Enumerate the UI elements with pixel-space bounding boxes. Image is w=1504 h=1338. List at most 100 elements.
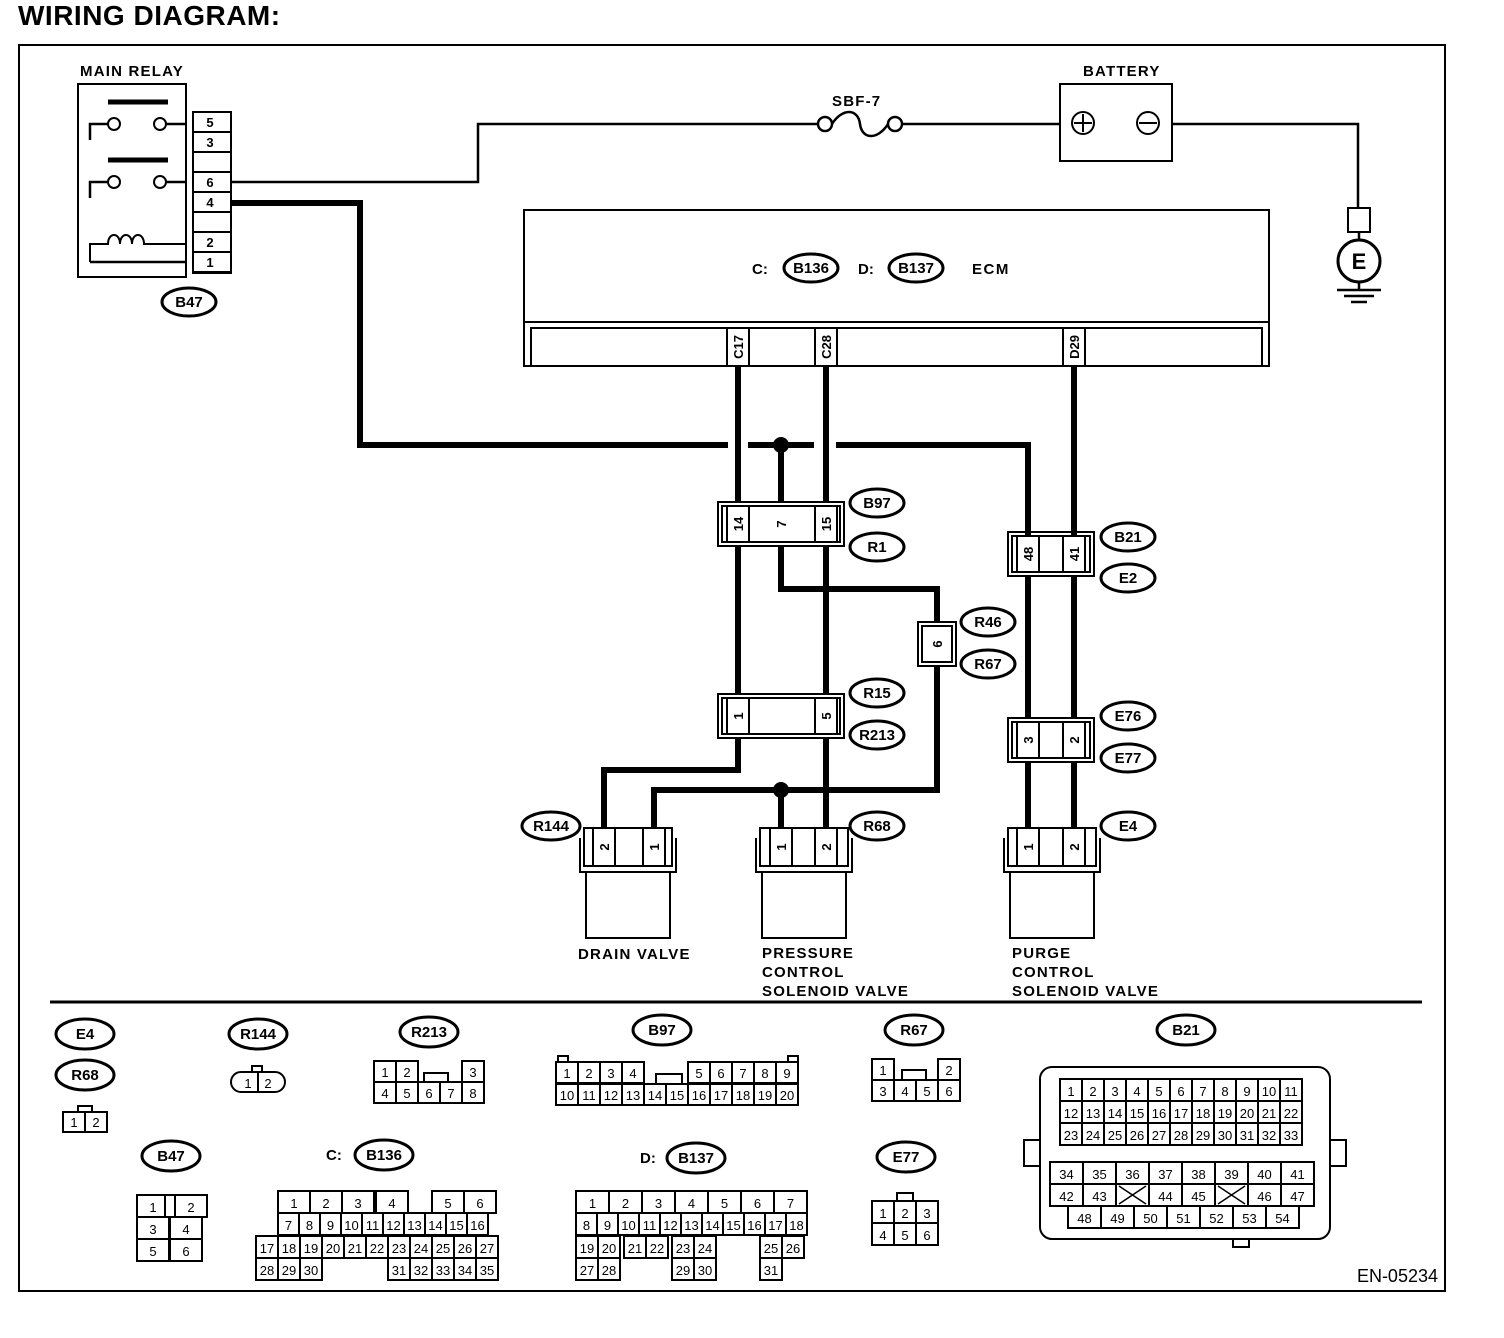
legend-b21-upper-cell: 12 <box>1064 1106 1078 1121</box>
connector-r68-pin: 2 <box>819 843 834 850</box>
legend-b21-upper-cell: 17 <box>1174 1106 1188 1121</box>
ecm-conn-d-prefix: D: <box>858 261 874 278</box>
fuse-sbf7: SBF-7 <box>816 93 904 138</box>
legend-tag-e4: E4 <box>54 1017 116 1051</box>
battery-label: BATTERY <box>1083 63 1161 80</box>
connector-r46-r67: 6 <box>917 621 957 667</box>
legend-r67-connector-cell: 6 <box>945 1084 952 1099</box>
legend-tag-b137-text: B137 <box>678 1150 714 1167</box>
legend-b97-connector-cell: 14 <box>648 1088 662 1103</box>
connector-b97-r1-pin: 14 <box>731 516 746 531</box>
legend-b137-connector-cell: 29 <box>676 1263 690 1278</box>
legend-b137-connector-cell: 2 <box>622 1196 629 1211</box>
legend-tag-r68: R68 <box>54 1058 116 1092</box>
legend-b47-connector-cell: 5 <box>149 1244 156 1259</box>
connector-r46-tag: R46 <box>959 606 1017 638</box>
legend-b21-upper-cell: 8 <box>1221 1084 1228 1099</box>
purge-valve-label-2: CONTROL <box>1012 964 1095 981</box>
connector-r68-pin: 1 <box>774 843 789 850</box>
legend-b136-connector-cell: 19 <box>304 1241 318 1256</box>
legend-b137-connector-cell: 15 <box>726 1218 740 1233</box>
wires <box>232 122 1360 828</box>
legend-b137-connector-cell: 28 <box>602 1263 616 1278</box>
legend-tag-b97-text: B97 <box>648 1022 676 1039</box>
legend-r213-connector-cell: 2 <box>403 1065 410 1080</box>
legend-b136-connector-cell: 28 <box>260 1263 274 1278</box>
connector-r15-r213-pin: 5 <box>819 712 834 719</box>
legend-b97-connector-cell: 8 <box>761 1066 768 1081</box>
connector-b136-tag-text: B136 <box>793 260 829 277</box>
wire-relay-to-fuse <box>232 122 818 184</box>
legend-r144-cell: 1 <box>244 1076 251 1091</box>
ecm-pin: D29 <box>1067 335 1082 359</box>
legend-b137-connector-cell: 9 <box>604 1218 611 1233</box>
legend-tag-r67: R67 <box>883 1013 945 1047</box>
legend-b21-upper-cell: 15 <box>1130 1106 1144 1121</box>
legend-b137-connector-cell: 10 <box>621 1218 635 1233</box>
legend-b21-upper-cell: 10 <box>1262 1084 1276 1099</box>
legend-b21-upper-cell: 23 <box>1064 1128 1078 1143</box>
legend-b21-lower-cell: 46 <box>1257 1189 1271 1204</box>
legend-b136-connector-cell: 13 <box>407 1218 421 1233</box>
legend-tag-b47-text: B47 <box>157 1148 185 1165</box>
legend-tag-e4-text: E4 <box>76 1026 95 1043</box>
connector-r15-tag-text: R15 <box>863 685 891 702</box>
legend-e77-connector-cell: 1 <box>879 1206 886 1221</box>
legend-b21-bottom-cell: 48 <box>1077 1211 1091 1226</box>
connector-e76-e77-pin: 2 <box>1067 736 1082 743</box>
connector-b97-tag: B97 <box>848 487 906 519</box>
connector-b97-r1-pin: 7 <box>774 520 789 527</box>
connector-e4-tag: E4 <box>1099 810 1157 842</box>
legend-b136-connector-cell: 5 <box>444 1196 451 1211</box>
legend-b137-connector-cell: 5 <box>721 1196 728 1211</box>
legend-b136-connector-cell: 6 <box>476 1196 483 1211</box>
legend-b137-connector-cell: 27 <box>580 1263 594 1278</box>
legend-e4-r68-connector-cell: 1 <box>70 1115 77 1130</box>
legend-b21-upper-cell: 29 <box>1196 1128 1210 1143</box>
ecm-pin: C28 <box>819 335 834 359</box>
legend-tag-e77-text: E77 <box>893 1149 920 1166</box>
connector-e76-tag-text: E76 <box>1115 708 1142 725</box>
legend-b21-upper-cell: 14 <box>1108 1106 1122 1121</box>
relay-pin: 6 <box>206 175 213 190</box>
relay-pin: 3 <box>206 135 213 150</box>
legend-b136-connector-cell: 22 <box>370 1241 384 1256</box>
legend-r213-connector-cell: 4 <box>381 1086 388 1101</box>
legend-b136-connector-cell: 29 <box>282 1263 296 1278</box>
legend-b21-bottom-cell: 49 <box>1110 1211 1124 1226</box>
legend-b21-lower-cell: 45 <box>1191 1189 1205 1204</box>
legend-b136-connector-cell: 18 <box>282 1241 296 1256</box>
legend-tag-b21-text: B21 <box>1172 1022 1200 1039</box>
legend-b21-upper-cell: 5 <box>1155 1084 1162 1099</box>
pressure-control-valve: PRESSURE CONTROL SOLENOID VALVE <box>761 871 908 1000</box>
fuse-label: SBF-7 <box>832 93 881 110</box>
legend-b136-connector-cell: 20 <box>326 1241 340 1256</box>
legend-b47-connector-cell: 4 <box>182 1222 189 1237</box>
wire-bus-to-b21 <box>836 442 1031 536</box>
main-relay-label: MAIN RELAY <box>80 63 184 80</box>
legend-e77-connector-cell: 3 <box>923 1206 930 1221</box>
legend-tag-r213: R213 <box>398 1015 460 1049</box>
legend-b21-upper-cell: 28 <box>1174 1128 1188 1143</box>
legend-b97-connector-cell: 19 <box>758 1088 772 1103</box>
legend-b136-connector-cell: 31 <box>392 1263 406 1278</box>
connector-b21-tag-text: B21 <box>1114 529 1142 546</box>
legend-b21-lower-cell: 38 <box>1191 1167 1205 1182</box>
legend-b136-connector-cell: 9 <box>327 1218 334 1233</box>
legend-b97-connector-cell: 15 <box>670 1088 684 1103</box>
battery-positive-icon <box>1071 111 1095 135</box>
legend-b136-connector-cell: 25 <box>436 1241 450 1256</box>
legend-b21-lower-cell: 47 <box>1290 1189 1304 1204</box>
legend-b21-upper-cell: 16 <box>1152 1106 1166 1121</box>
legend-b21-upper-cell: 18 <box>1196 1106 1210 1121</box>
